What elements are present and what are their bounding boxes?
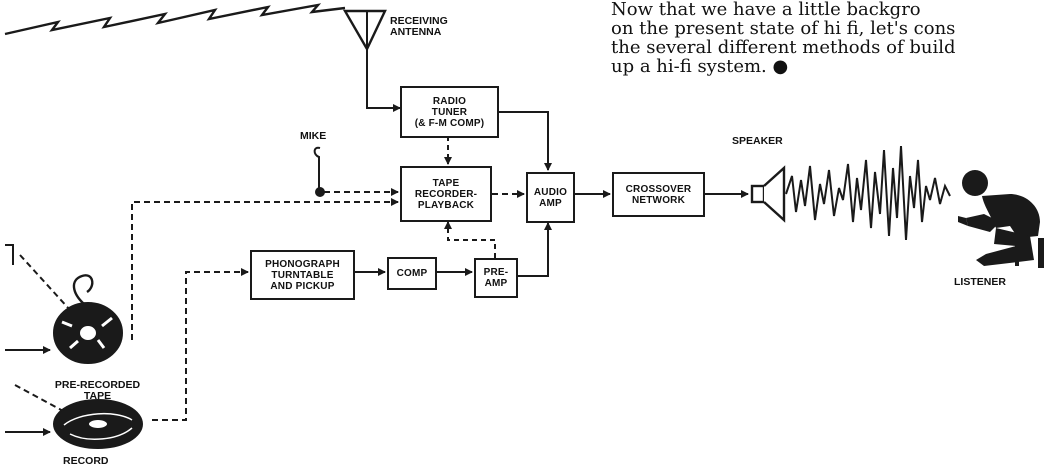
wire-antenna-tuner xyxy=(367,49,400,108)
body-paragraph-line: up a hi-fi system. ● xyxy=(611,57,1049,76)
receiving-antenna-label: RECEIVING ANTENNA xyxy=(390,16,448,38)
wire-tuner-amp xyxy=(499,112,548,170)
wire-record-phono xyxy=(152,272,248,420)
record-disc-icon xyxy=(54,400,142,448)
radio-tuner-label: RADIO TUNER (& F-M COMP) xyxy=(415,96,485,129)
tape-reel-icon xyxy=(54,275,122,363)
crossover-network-block: CROSSOVER NETWORK xyxy=(612,172,705,217)
comp-block: COMP xyxy=(387,257,437,290)
wire-left-top xyxy=(5,245,13,265)
body-paragraph-line: the several different methods of build xyxy=(611,38,1049,57)
phonograph-label: PHONOGRAPH TURNTABLE AND PICKUP xyxy=(265,259,340,292)
speaker-label: SPEAKER xyxy=(732,136,783,147)
sound-wave-icon xyxy=(786,146,950,240)
pre-amp-label: PRE- AMP xyxy=(484,267,509,289)
listener-icon xyxy=(958,170,1044,268)
phonograph-block: PHONOGRAPH TURNTABLE AND PICKUP xyxy=(250,250,355,300)
pre-amp-block: PRE- AMP xyxy=(474,258,518,298)
radio-signal-zigzag xyxy=(5,5,345,34)
tape-recorder-label: TAPE RECORDER- PLAYBACK xyxy=(415,178,477,211)
record-label: RECORD xyxy=(63,456,109,467)
body-paragraph: Now that we have a little backgro on the… xyxy=(611,0,1049,76)
listener-label: LISTENER xyxy=(954,277,1006,288)
tape-recorder-block: TAPE RECORDER- PLAYBACK xyxy=(400,166,492,222)
comp-label: COMP xyxy=(397,268,428,279)
antenna-icon xyxy=(345,11,385,49)
microphone-icon xyxy=(315,148,324,196)
audio-amp-block: AUDIO AMP xyxy=(526,172,575,223)
body-paragraph-line: on the present state of hi fi, let's con… xyxy=(611,19,1049,38)
wire-dash-reel xyxy=(20,255,70,310)
radio-tuner-block: RADIO TUNER (& F-M COMP) xyxy=(400,86,499,138)
body-paragraph-line: Now that we have a little backgro xyxy=(611,0,1049,19)
audio-amp-label: AUDIO AMP xyxy=(534,187,567,209)
pre-recorded-tape-label: PRE-RECORDED TAPE xyxy=(40,380,155,402)
wire-preamp-tape xyxy=(448,222,495,258)
wire-preamp-amp xyxy=(518,223,548,276)
crossover-network-label: CROSSOVER NETWORK xyxy=(626,184,692,206)
speaker-icon xyxy=(752,168,784,220)
mike-label: MIKE xyxy=(300,131,326,142)
